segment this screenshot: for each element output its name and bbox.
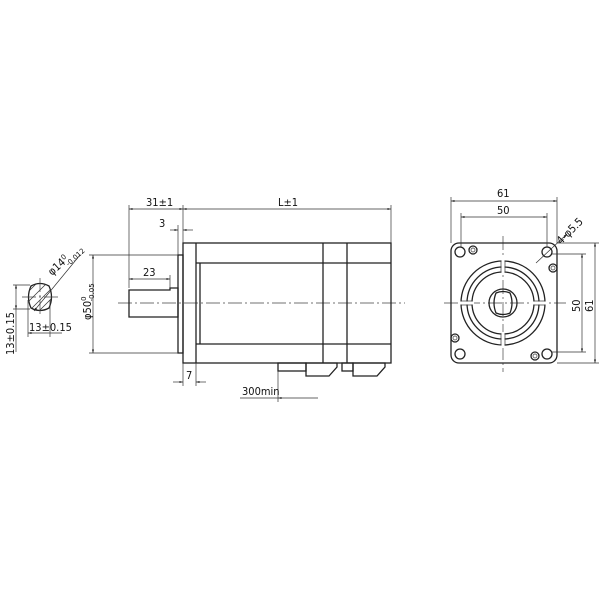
shaft-key-length-label: 23 (143, 266, 156, 279)
shaft-section-view: φ140-0.012 13±0.15 13±0.15 (4, 241, 87, 355)
section-width-label: 13±0.15 (29, 321, 72, 334)
pilot-diameter-label: φ500-0.05 (80, 283, 96, 320)
mount-holes-label: 4-φ5.5 (554, 215, 586, 247)
screws (450, 245, 558, 361)
flange-thickness-label: 7 (186, 369, 192, 382)
shaft-protrusion-label: 31±1 (146, 196, 173, 209)
flange-width-label: 61 (497, 187, 510, 200)
flange-height-label: 61 (583, 299, 596, 312)
motor-front-view: 61 50 4-φ5.5 50 61 (444, 187, 599, 372)
pilot-depth-label: 3 (159, 217, 165, 230)
cable-connectors (277, 362, 386, 377)
mounting-holes (454, 246, 553, 360)
section-height-label: 13±0.15 (4, 312, 17, 355)
hole-spacing-v-label: 50 (570, 299, 583, 312)
shaft-diameter-label: φ140-0.012 (45, 241, 86, 280)
motor-side-view: 31±1 L±1 3 23 φ500-0.05 7 300min (80, 196, 405, 402)
lead-length-label: 300min (242, 385, 280, 398)
body-length-label: L±1 (278, 196, 298, 209)
hole-spacing-h-label: 50 (497, 204, 510, 217)
